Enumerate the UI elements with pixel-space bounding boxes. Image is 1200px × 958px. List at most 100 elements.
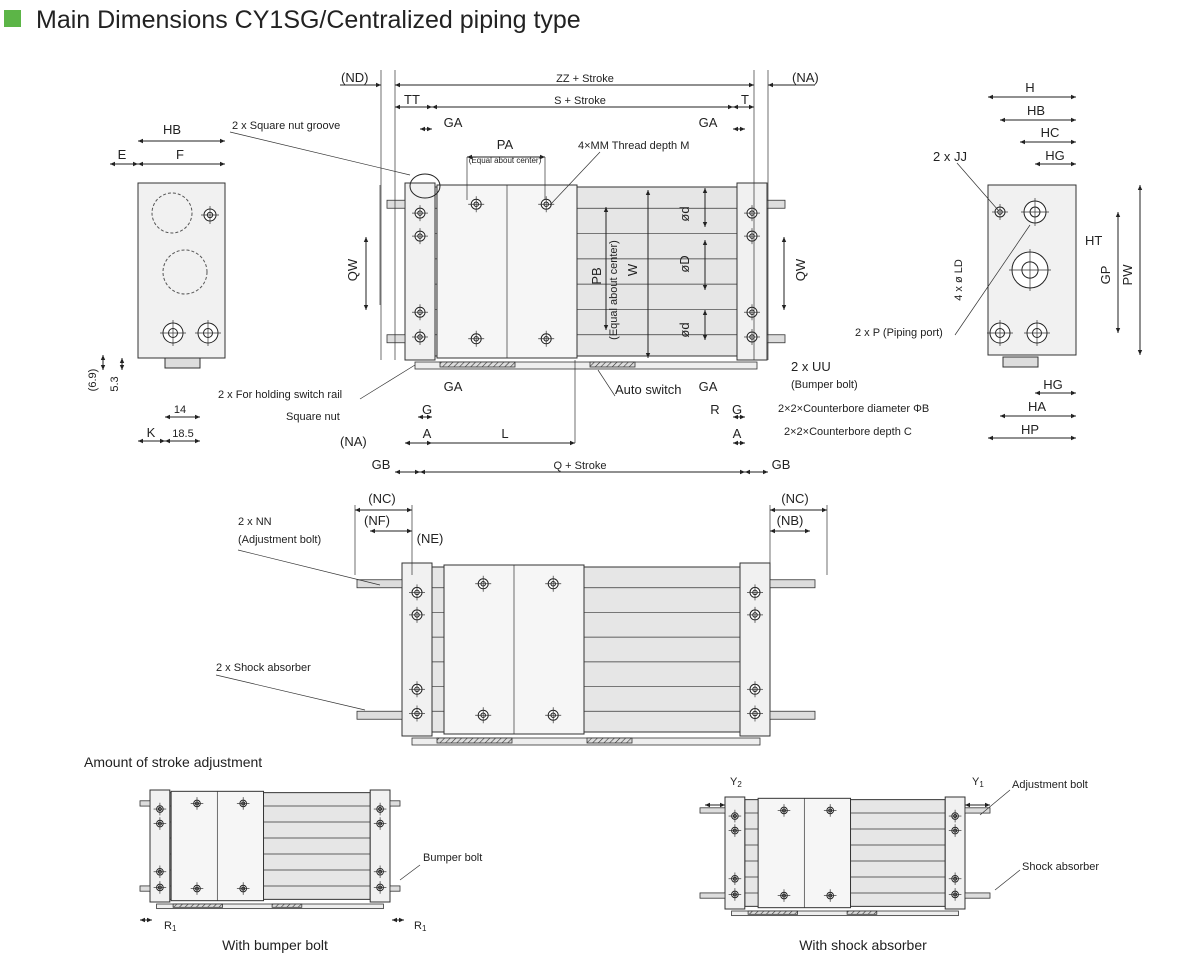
bolt [139,800,151,807]
dimension-line [994,869,1021,891]
arrowhead [133,161,138,167]
arrowhead [467,154,472,160]
label-hg-1: HG [1045,148,1065,163]
label-auto-switch: Auto switch [615,382,681,397]
label-gb-2: GB [772,457,791,472]
label-ga-3: GA [444,379,463,394]
arrowhead [370,528,375,534]
drawing-geometry [100,70,1143,923]
label-jj: 2 x JJ [933,149,967,164]
label-nn: 2 x NN [238,516,272,528]
dimension-line [229,131,411,176]
arrowhead [781,305,787,310]
arrowhead [702,240,708,245]
bolt [766,199,786,209]
bolt [964,807,991,814]
label-pa: PA [497,137,514,152]
label-a-1: A [423,426,432,441]
switch-rail [411,737,761,746]
label-6-9: (6.9) [87,369,99,392]
arrowhead [220,138,225,144]
arrowhead [1020,139,1025,145]
label-piping-port: 2 x P (Piping port) [855,327,943,339]
arrowhead [395,104,400,110]
arrowhead [705,802,710,808]
arrowhead [1035,161,1040,167]
arrowhead [220,161,225,167]
arrowhead [702,222,708,227]
arrowhead [763,469,768,475]
arrowhead [119,365,125,370]
arrowhead [733,440,738,446]
label-ne: (NE) [417,531,444,546]
arrowhead [770,507,775,513]
label-r: R [710,402,719,417]
arrowhead [768,82,773,88]
label-s: S + Stroke [554,95,606,107]
arrowhead [1000,117,1005,123]
dimension-line [549,151,601,206]
bolt [766,334,786,344]
label-nd: (ND) [341,70,368,85]
arrowhead [376,82,381,88]
auto-switch [172,903,224,908]
label-f: F [176,147,184,162]
bolt [389,800,401,807]
arrowhead [355,507,360,513]
arrowhead [1071,117,1076,123]
rail-profile [1002,356,1039,368]
arrowhead [427,440,432,446]
switch-rail [156,903,384,910]
arrowhead [427,104,432,110]
label-l: L [501,426,508,441]
label-bumper-bolt-bottom: Bumper bolt [423,852,482,864]
arrowhead [407,528,412,534]
bolt [769,710,816,720]
arrowhead [195,438,200,444]
title-marker-icon [4,10,21,27]
label-hg-2: HG [1043,377,1063,392]
label-ha: HA [1028,399,1046,414]
bottom-labels: Amount of stroke adjustment Bumper bolt … [84,754,1099,953]
auto-switch [846,910,878,915]
label-adjustment-bolt-bottom: Adjustment bolt [1012,779,1088,791]
middle-view-labels: (NC) (NC) (NF) (NB) (NE) 2 x NN (Adjustm… [216,491,809,674]
arrowhead [140,917,145,923]
bolt [699,892,726,899]
label-a-2: A [733,426,742,441]
label-pw: PW [1120,264,1135,286]
label-pb-note: (Equal about center) [608,240,620,340]
label-zz: ZZ + Stroke [556,73,614,85]
arrowhead [965,802,970,808]
arrowhead [988,94,993,100]
dimension-line [954,224,1031,336]
arrowhead [749,104,754,110]
label-nb: (NB) [777,513,804,528]
arrowhead [728,104,733,110]
arrowhead [1137,350,1143,355]
label-hb-right: HB [1027,103,1045,118]
label-shock-absorber: 2 x Shock absorber [216,662,311,674]
arrowhead [733,104,738,110]
label-y2: Y2 [730,776,742,789]
arrowhead [1137,185,1143,190]
label-uu: 2 x UU [791,359,831,374]
label-pa-note: (Equal about center) [469,156,542,165]
label-D: øD [677,255,692,272]
arrowhead [138,438,143,444]
arrowhead [645,353,651,358]
auto-switch [271,903,303,908]
arrowhead [1071,435,1076,441]
hidden-bore [162,249,208,295]
arrowhead [770,528,775,534]
label-bumper-bolt: (Bumper bolt) [791,379,858,391]
arrowhead [1071,94,1076,100]
label-hp: HP [1021,422,1039,437]
arrowhead [363,305,369,310]
bolt [769,579,816,589]
label-counterbore-diameter: 2×2×Counterbore diameter ΦB [778,403,929,415]
arrowhead [195,414,200,420]
arrowhead [395,82,400,88]
bolt [964,892,991,899]
dimension-line [399,864,421,881]
